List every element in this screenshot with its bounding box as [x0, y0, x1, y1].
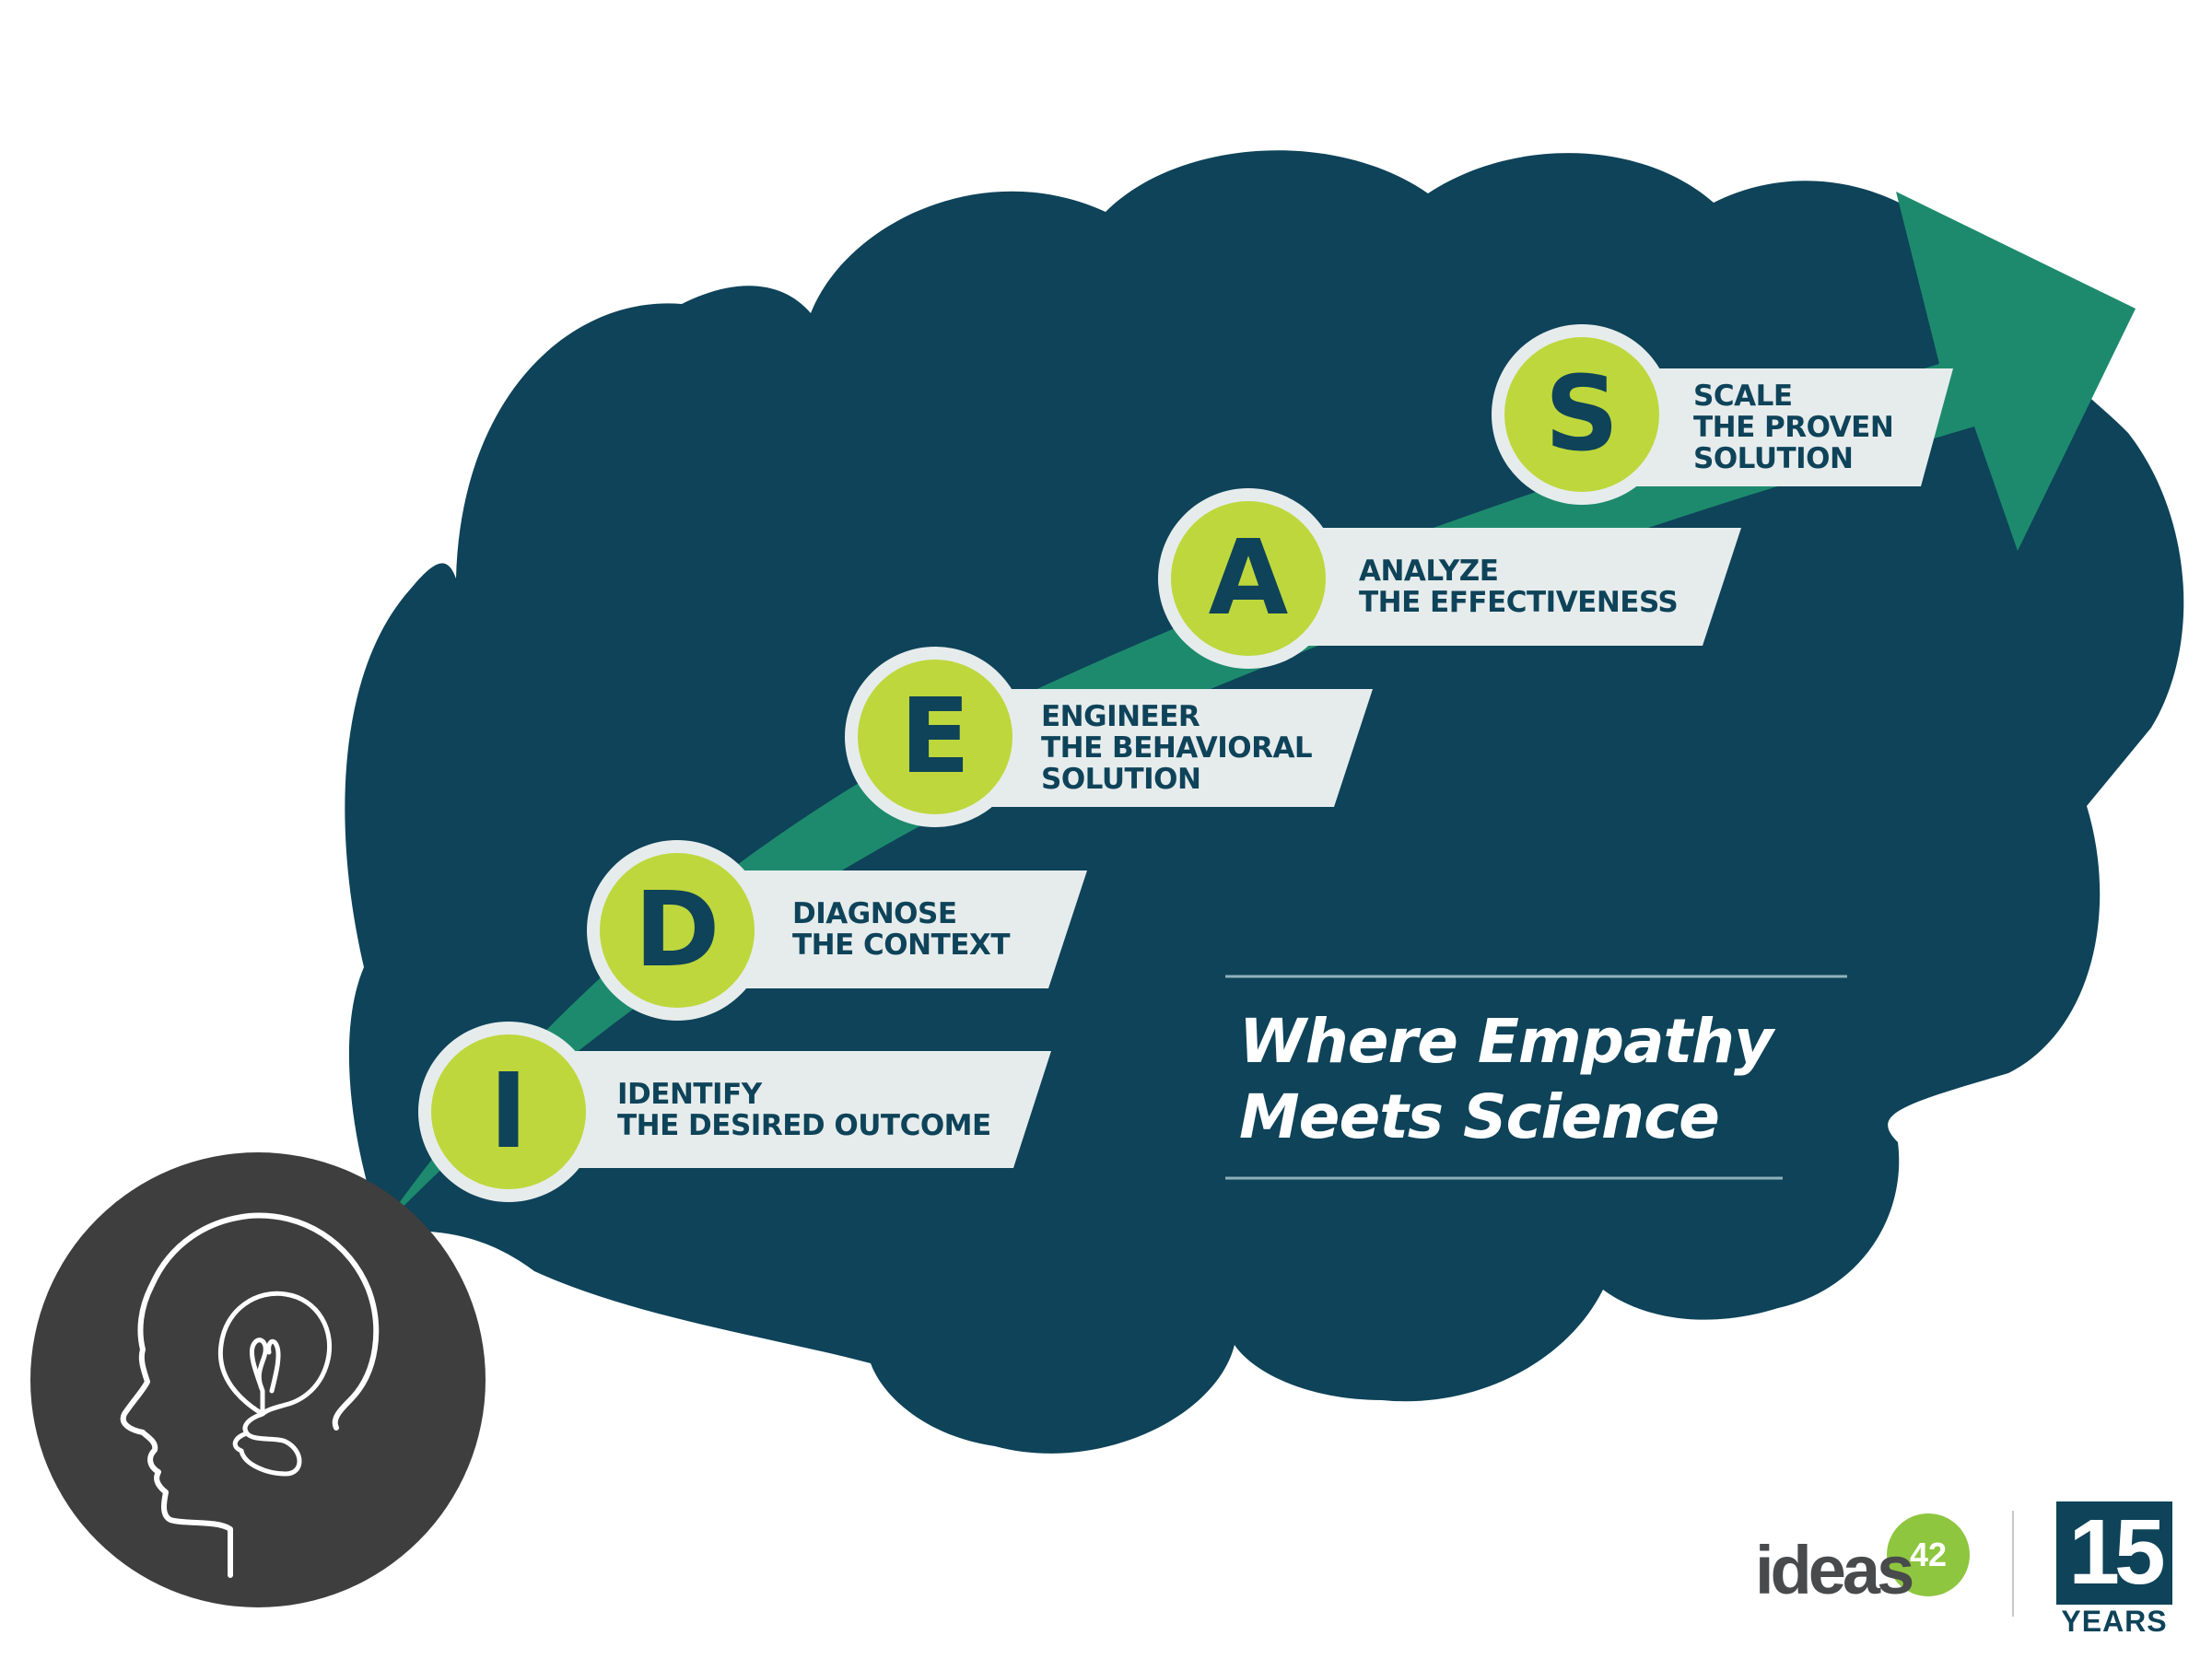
tagline: Where Empathy Meets Science: [1239, 1004, 1884, 1155]
ideas42-logo-circle: [1887, 1513, 1970, 1596]
step-title: SCALE: [1693, 380, 1793, 413]
step-title: ENGINEER: [1041, 700, 1200, 733]
step-subtitle: THE PROVEN: [1693, 411, 1894, 444]
step-subtitle: THE DESIRED OUTCOME: [617, 1108, 991, 1142]
anniversary-badge: [2056, 1501, 2172, 1605]
step-subtitle: THE BEHAVIORAL: [1041, 731, 1313, 765]
letter-d: D: [634, 870, 720, 990]
banner-identify: [553, 1051, 1051, 1168]
step-title: IDENTIFY: [617, 1077, 762, 1111]
ideas42-logo-word: ideas: [1755, 1532, 1914, 1608]
banner-diagnose: [719, 870, 1087, 988]
step-scale: SCALE THE PROVEN SOLUTION: [1693, 368, 1894, 486]
step-analyze: ANALYZE THE EFFECTIVENESS: [1359, 528, 1679, 646]
step-identify: IDENTIFY THE DESIRED OUTCOME: [617, 1051, 991, 1168]
ideas42-logo-number: 42: [1909, 1536, 1948, 1573]
letter-badges: [418, 324, 1672, 1202]
head-with-lightbulb-icon: [30, 1152, 486, 1607]
step-subtitle: THE EFFECTIVENESS: [1359, 586, 1679, 619]
step-title: ANALYZE: [1359, 555, 1499, 588]
letter-i: I: [489, 1052, 528, 1172]
banner-engineer: [921, 689, 1373, 807]
step-diagnose: DIAGNOSE THE CONTEXT: [792, 870, 1010, 988]
letter-e: E: [899, 677, 971, 797]
step-subtitle: THE CONTEXT: [792, 929, 1010, 962]
anniversary-word: YEARS: [2061, 1605, 2168, 1638]
step-subtitle-2: SOLUTION: [1041, 763, 1201, 796]
letter-a: A: [1208, 519, 1289, 638]
letter-s: S: [1544, 355, 1620, 474]
step-subtitle-2: SOLUTION: [1693, 442, 1854, 475]
tagline-line-2: Meets Science: [1239, 1081, 1720, 1152]
step-engineer: ENGINEER THE BEHAVIORAL SOLUTION: [1041, 689, 1313, 807]
tagline-line-1: Where Empathy: [1239, 1006, 1773, 1077]
step-title: DIAGNOSE: [792, 897, 957, 930]
banner-analyze: [1216, 528, 1741, 646]
anniversary-number: 15: [2068, 1501, 2165, 1604]
